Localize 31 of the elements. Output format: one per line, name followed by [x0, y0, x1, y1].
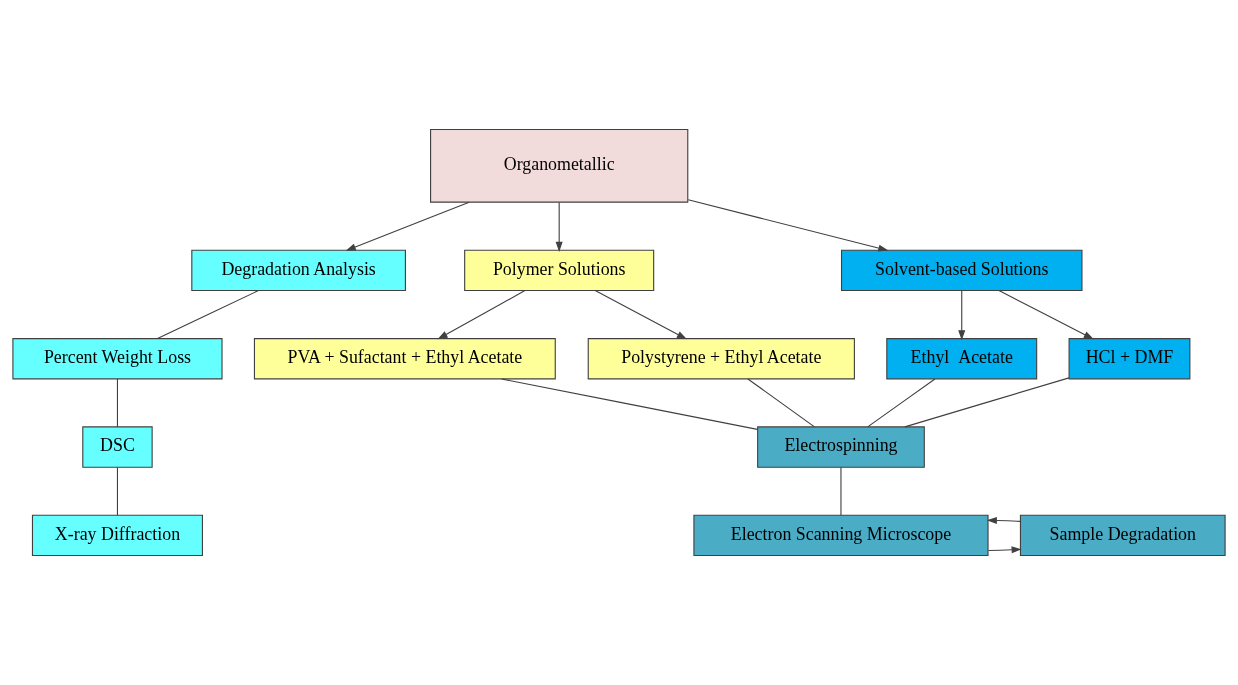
connector	[840, 466, 842, 516]
arrow	[687, 199, 889, 252]
arrow	[594, 290, 687, 340]
node-box: Organometallic	[430, 128, 689, 203]
node-box: Percent Weight Loss	[12, 338, 223, 380]
node-box: Ethyl Acetate	[886, 338, 1038, 380]
node-box: HCl + DMF	[1068, 338, 1191, 380]
arrow	[345, 201, 470, 251]
arrow	[998, 290, 1094, 340]
node-box: Sample Degradation	[1019, 514, 1226, 557]
node-box: X-ray Diffraction	[31, 514, 203, 557]
connector	[867, 378, 936, 428]
node-box: Electron Scanning Microscope	[693, 514, 989, 557]
arrow	[958, 290, 966, 341]
connector	[157, 290, 259, 340]
connector	[116, 466, 118, 516]
connector	[501, 378, 758, 430]
connector	[904, 377, 1070, 428]
node-box: Solvent-based Solutions	[840, 249, 1083, 292]
arrow	[437, 290, 526, 340]
arrow	[555, 201, 563, 252]
node-box: Degradation Analysis	[191, 249, 406, 292]
node-box: PVA + Sufactant + Ethyl Acetate	[253, 338, 556, 380]
node-box: Polystyrene + Ethyl Acetate	[587, 338, 855, 380]
connector	[116, 378, 118, 428]
node-box: DSC	[82, 426, 153, 468]
arrow	[987, 546, 1022, 554]
arrow	[986, 516, 1021, 524]
node-box: Electrospinning	[757, 426, 925, 468]
connector	[747, 378, 816, 428]
node-box: Polymer Solutions	[464, 249, 655, 292]
